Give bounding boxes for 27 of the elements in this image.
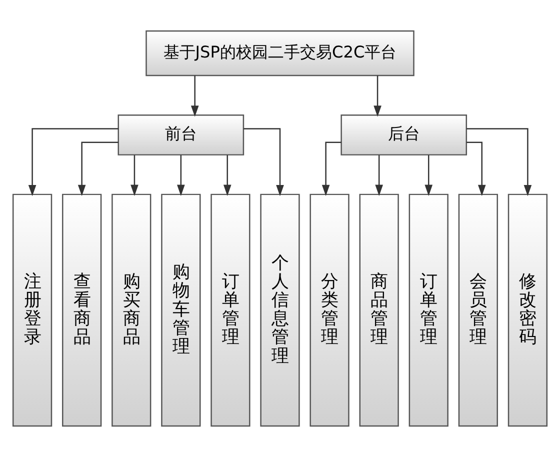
arrow bbox=[28, 128, 118, 196]
arrow bbox=[424, 154, 433, 196]
node-box: 修改密码 bbox=[508, 193, 548, 426]
arrow bbox=[190, 75, 199, 116]
node-box: 后台 bbox=[340, 114, 468, 155]
arrow bbox=[466, 128, 532, 196]
node-box: 购物车管理 bbox=[161, 193, 201, 426]
node-box: 注册登录 bbox=[12, 193, 52, 426]
arrow bbox=[177, 154, 185, 196]
node-box: 订单管理 bbox=[408, 193, 448, 426]
node-box: 前台 bbox=[118, 114, 244, 155]
arrow bbox=[322, 141, 342, 196]
arrow bbox=[375, 154, 383, 196]
node-box: 购买商品 bbox=[112, 193, 152, 426]
node-box: 会员管理 bbox=[458, 193, 498, 426]
node-box: 基于JSP的校园二手交易C2C平台 bbox=[146, 30, 414, 76]
arrow bbox=[223, 154, 232, 196]
node-box: 查看商品 bbox=[62, 193, 102, 426]
arrow bbox=[130, 154, 138, 196]
node-box: 商品管理 bbox=[359, 193, 399, 426]
arrow bbox=[78, 141, 118, 196]
arrow bbox=[244, 128, 284, 196]
node-box: 订单管理 bbox=[210, 193, 250, 426]
arrow bbox=[374, 75, 382, 116]
node-box: 个人信息管理 bbox=[260, 193, 300, 426]
arrow bbox=[466, 141, 486, 196]
node-box: 分类管理 bbox=[310, 193, 350, 426]
